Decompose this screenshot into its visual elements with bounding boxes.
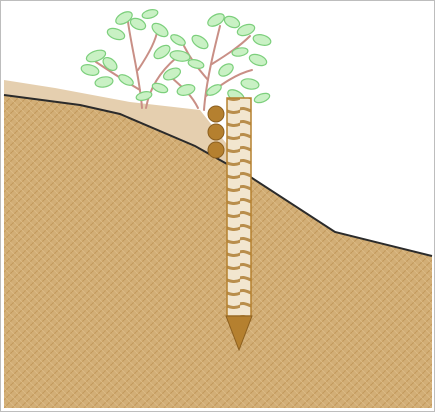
log-roll: [208, 106, 224, 158]
vegetation: [80, 8, 272, 110]
wooden-stake: [227, 98, 251, 316]
